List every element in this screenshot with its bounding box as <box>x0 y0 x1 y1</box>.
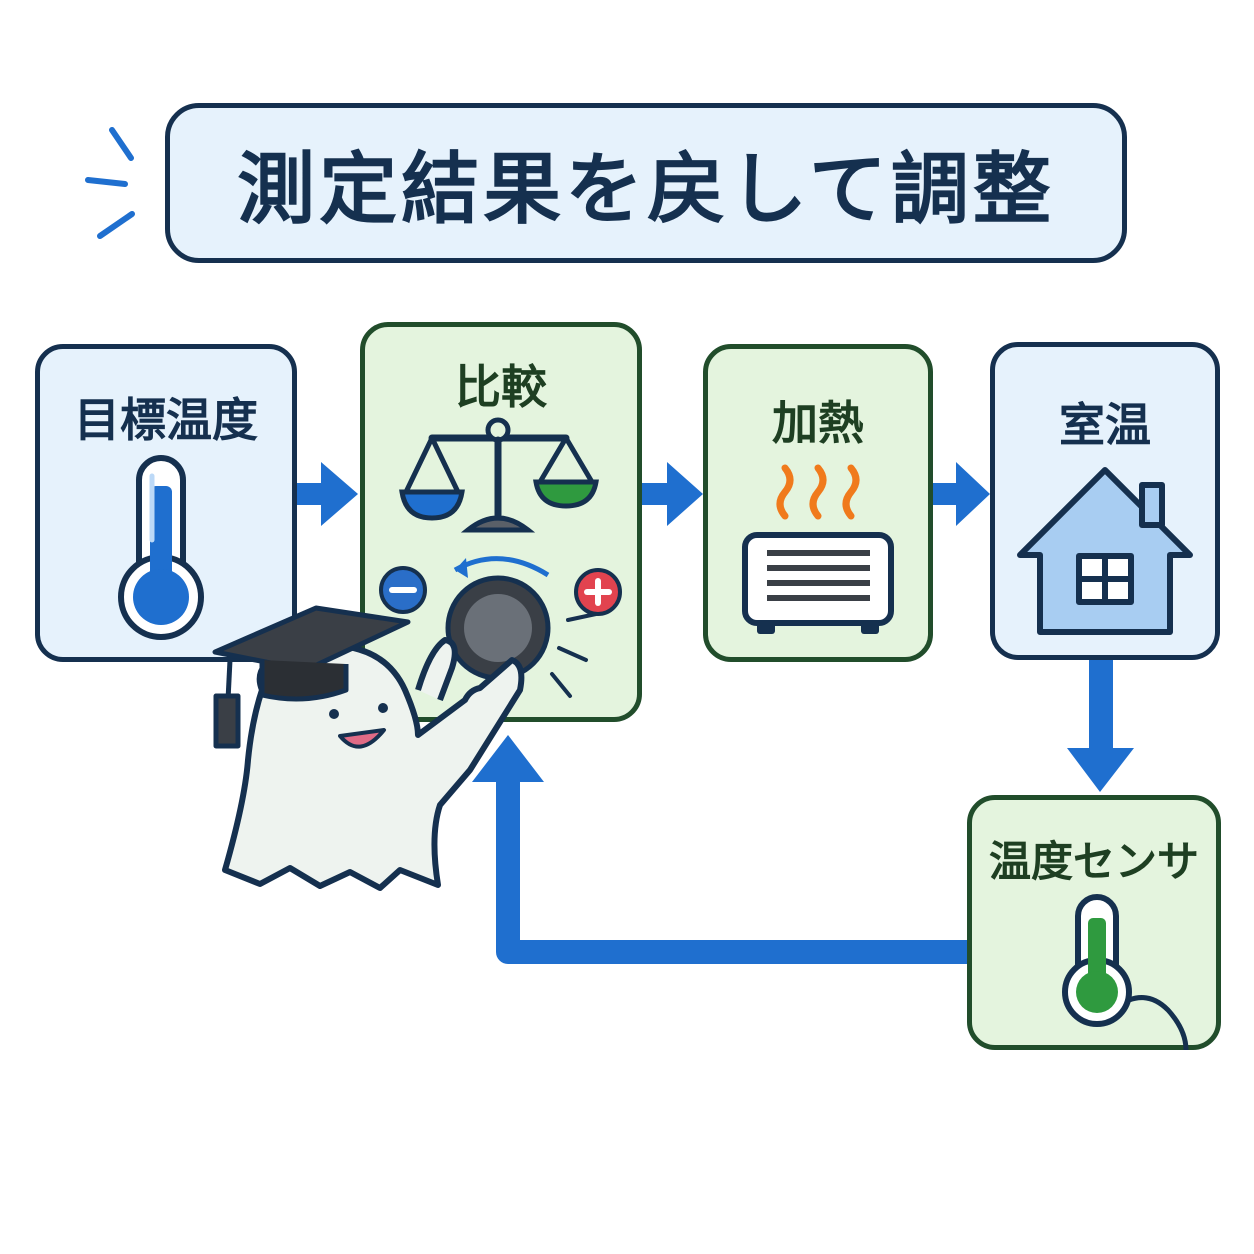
plus-icon <box>574 568 622 616</box>
minus-icon <box>379 566 427 614</box>
attention-marks-icon <box>85 127 135 239</box>
arrow-target-to-compare <box>297 462 358 526</box>
arrow-heater-to-room <box>933 462 990 526</box>
sensor-thermometer-icon <box>1062 894 1189 1051</box>
balance-scale-icon <box>399 417 599 533</box>
mascot-ghost-icon <box>222 637 525 891</box>
node-heater-label: 加熱 <box>772 396 864 450</box>
title-banner: 測定結果を戻して調整 <box>165 103 1127 263</box>
node-target-label: 目標温度 <box>74 393 258 447</box>
diagram-title: 測定結果を戻して調整 <box>237 145 1055 235</box>
heat-waves-icon <box>776 464 860 520</box>
node-compare-label: 比較 <box>455 360 547 414</box>
node-sensor-label: 温度センサ <box>988 837 1199 886</box>
arrow-compare-to-heater <box>642 462 703 526</box>
node-room-label: 室温 <box>1059 398 1151 452</box>
arrow-sensor-feedback-to-compare <box>472 735 967 964</box>
graduation-cap-icon <box>212 605 411 749</box>
dial-icon <box>445 556 598 698</box>
house-icon <box>1017 467 1193 635</box>
thermometer-icon <box>118 455 204 640</box>
arrow-room-to-sensor <box>1067 660 1134 792</box>
heater-icon <box>742 532 894 634</box>
